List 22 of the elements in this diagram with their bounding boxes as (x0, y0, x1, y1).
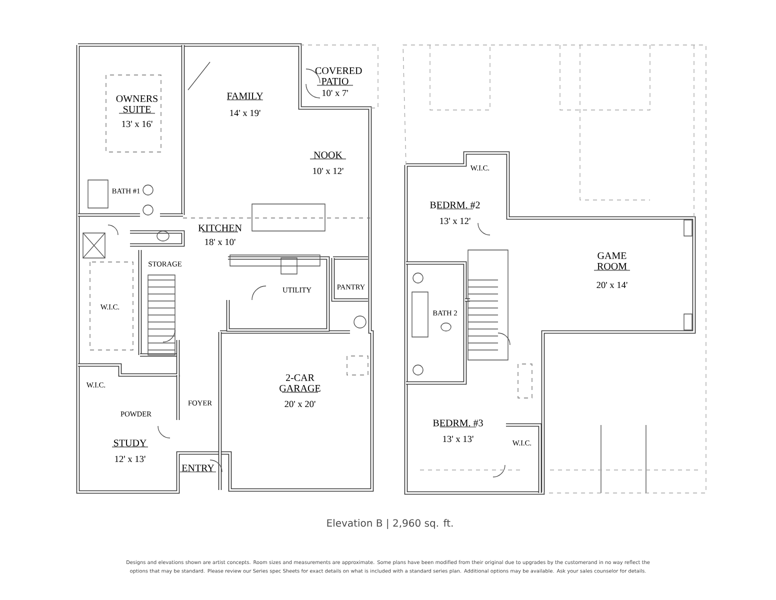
room-label: KITCHEN (198, 224, 242, 232)
room-dimension: 13' x 12' (440, 218, 470, 224)
room-dimension: 12' x 13' (115, 456, 146, 462)
room-label: NOOK (310, 152, 346, 160)
room-label: BEDRM. #3 (433, 420, 483, 428)
room-label: OWNERS SUITE (116, 95, 158, 114)
room-dimension: 10' x 7' (322, 90, 348, 96)
room-label: COVERED PATIO (315, 67, 362, 86)
room-label: FAMILY (226, 92, 264, 100)
room-label: GAME ROOM (594, 252, 630, 271)
room-dimension: 20' x 20' (284, 400, 316, 408)
caption: Elevation B | 2,960 sq. ft. (327, 519, 453, 529)
room-label: 2-CAR GARAGE (280, 374, 320, 393)
room-dimension: 10' x 12' (313, 168, 344, 174)
room-dimension: 13' x 13' (443, 436, 474, 442)
room-dimension: 14' x 19' (230, 110, 260, 116)
room-label: STUDY (112, 440, 148, 448)
room-dimension: 18' x 10' (205, 238, 236, 246)
room-label: ENTRY (180, 464, 216, 472)
room-label: BEDRM. #2 (430, 202, 480, 210)
room-dimension: 20' x 14' (596, 282, 628, 288)
room-dimension: 13' x 16' (122, 120, 152, 128)
